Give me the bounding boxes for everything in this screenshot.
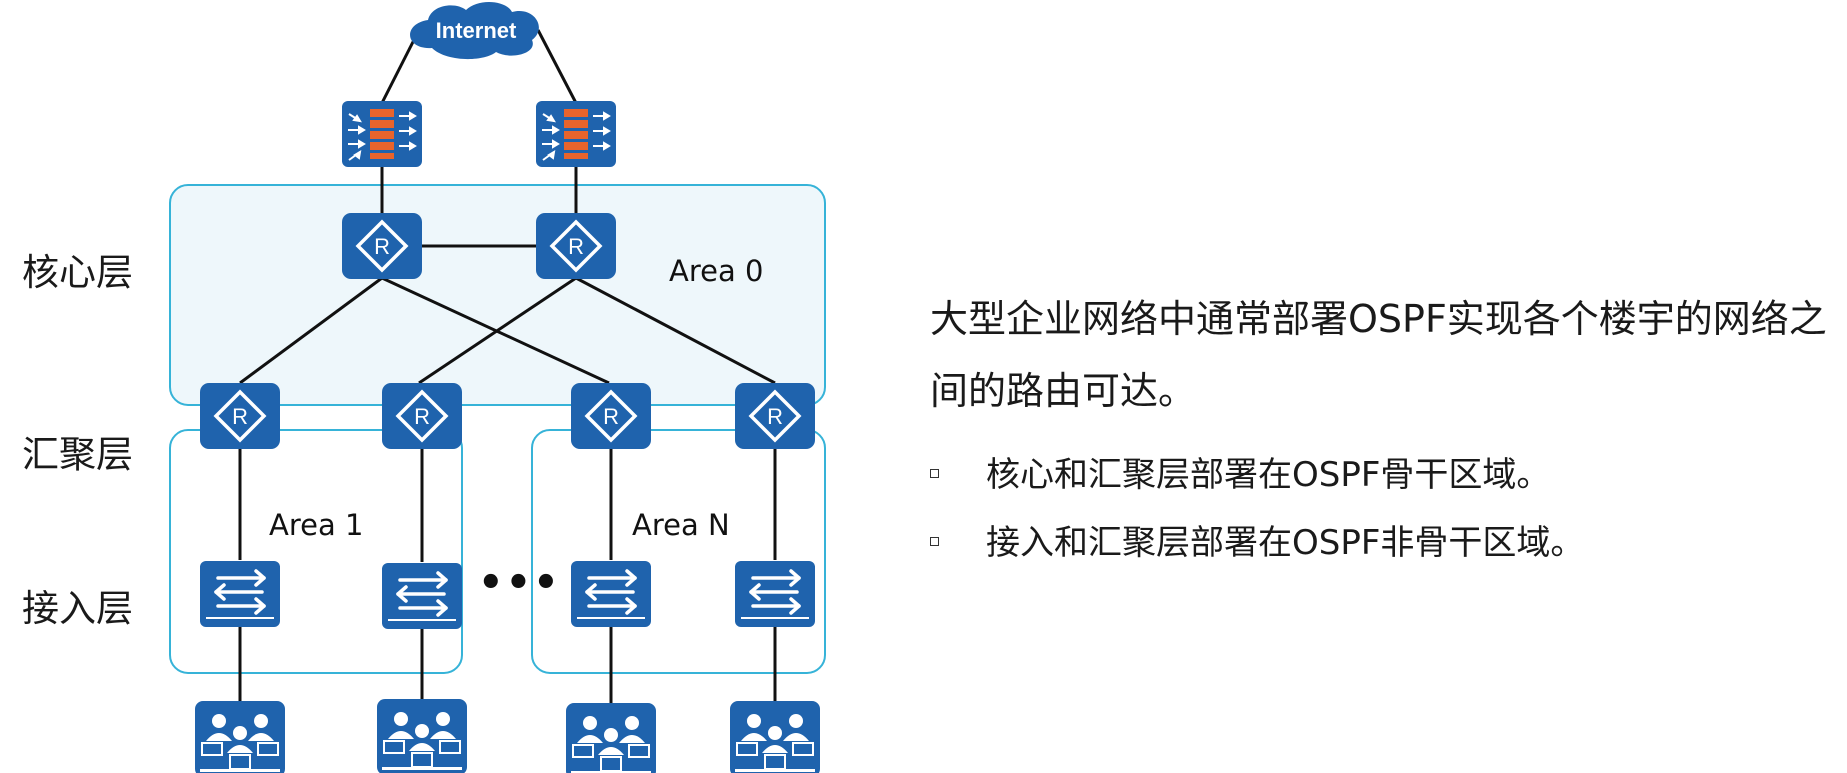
area-1-box bbox=[169, 429, 463, 674]
internet-cloud-icon: Internet bbox=[410, 1, 539, 60]
user-group-3-icon bbox=[565, 702, 657, 773]
user-group-1-icon bbox=[194, 700, 286, 773]
description-panel: 大型企业网络中通常部署OSPF实现各个楼宇的网络之间的路由可达。 核心和汇聚层部… bbox=[930, 283, 1840, 563]
bullet-text: 核心和汇聚层部署在OSPF骨干区域。 bbox=[986, 455, 1551, 495]
bullet-square-icon bbox=[930, 469, 939, 478]
access-switch-2-icon bbox=[380, 561, 464, 631]
area-0-box bbox=[169, 184, 826, 406]
core-router-left-icon bbox=[340, 211, 424, 281]
bullet-item: 接入和汇聚层部署在OSPF非骨干区域。 bbox=[930, 523, 1840, 563]
area-0-label: Area 0 bbox=[669, 254, 764, 288]
area-n-label: Area N bbox=[632, 508, 730, 542]
access-switch-4-icon bbox=[733, 559, 817, 629]
bullet-item: 核心和汇聚层部署在OSPF骨干区域。 bbox=[930, 455, 1840, 495]
access-layer-label: 接入层 bbox=[22, 587, 133, 630]
aggregation-router-2-icon bbox=[380, 381, 464, 451]
user-group-2-icon bbox=[376, 698, 468, 773]
description-paragraph: 大型企业网络中通常部署OSPF实现各个楼宇的网络之间的路由可达。 bbox=[930, 297, 1827, 413]
bullet-text: 接入和汇聚层部署在OSPF非骨干区域。 bbox=[986, 523, 1585, 563]
firewall-left-icon bbox=[341, 100, 423, 168]
core-layer-label: 核心层 bbox=[22, 251, 133, 294]
access-switch-3-icon bbox=[569, 559, 653, 629]
internet-label: Internet bbox=[436, 18, 517, 43]
firewall-right-icon bbox=[535, 100, 617, 168]
user-group-4-icon bbox=[729, 700, 821, 773]
bullet-square-icon bbox=[930, 537, 939, 546]
area-1-label: Area 1 bbox=[269, 508, 364, 542]
more-areas-ellipsis: ••• bbox=[478, 560, 561, 606]
core-router-right-icon bbox=[534, 211, 618, 281]
area-n-box bbox=[531, 429, 826, 674]
aggregation-router-3-icon bbox=[569, 381, 653, 451]
aggregation-layer-label: 汇聚层 bbox=[22, 433, 133, 476]
aggregation-router-1-icon bbox=[198, 381, 282, 451]
access-switch-1-icon bbox=[198, 559, 282, 629]
aggregation-router-4-icon bbox=[733, 381, 817, 451]
network-links bbox=[238, 29, 777, 707]
